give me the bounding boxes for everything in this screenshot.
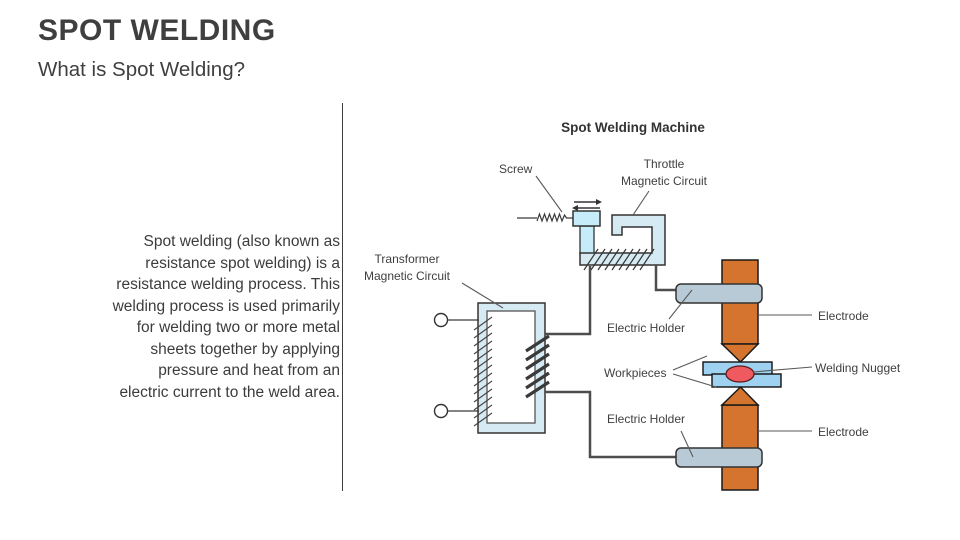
wire-throttle-to-upper-holder <box>654 265 676 292</box>
terminal-circle-top <box>433 312 449 328</box>
label-throttle-magnetic-circuit: Throttle Magnetic Circuit <box>620 157 708 188</box>
label-electrode-bottom: Electrode <box>818 425 869 439</box>
throttle-coil-winding <box>583 248 655 271</box>
electric-holder-top-shape <box>675 283 763 304</box>
leader-transformer <box>461 282 504 309</box>
page-subtitle: What is Spot Welding? <box>38 58 246 81</box>
transformer-secondary-winding <box>525 334 550 399</box>
leader-throttle <box>632 190 650 216</box>
electric-holder-bottom-shape <box>675 447 763 468</box>
leader-workpieces-1 <box>672 355 708 371</box>
screw-head-block <box>572 210 601 227</box>
label-electrode-top: Electrode <box>818 309 869 323</box>
terminal-circle-bottom <box>433 403 449 419</box>
screw-stem <box>579 225 595 255</box>
electrode-top-tip <box>720 343 760 364</box>
leader-electric-holder-bottom <box>680 430 694 458</box>
electrode-bottom-tip <box>720 385 760 406</box>
leader-welding-nugget <box>752 366 813 373</box>
screw-motion-arrows <box>572 199 602 211</box>
body-paragraph: Spot welding (also known as resistance s… <box>112 233 340 401</box>
screw-thread-zigzag <box>536 212 567 223</box>
label-electric-holder-top: Electric Holder <box>607 321 686 335</box>
vertical-divider <box>342 103 343 491</box>
leader-screw <box>535 175 563 213</box>
wire-secondary-to-lower-holder <box>545 390 676 459</box>
leader-workpieces-2 <box>672 373 717 388</box>
welding-nugget-shape <box>725 365 755 383</box>
label-screw: Screw <box>499 162 533 176</box>
diagram-title: Spot Welding Machine <box>561 120 705 135</box>
label-welding-nugget: Welding Nugget <box>815 361 901 375</box>
transformer-primary-winding <box>473 316 493 427</box>
page-title: SPOT WELDING <box>38 14 276 47</box>
label-workpieces: Workpieces <box>604 366 667 380</box>
leader-electric-holder-top <box>668 289 693 320</box>
wire-secondary-to-throttle <box>545 266 592 336</box>
label-electric-holder-bottom: Electric Holder <box>607 412 686 426</box>
label-transformer-magnetic-circuit: Transformer Magnetic Circuit <box>363 252 451 283</box>
